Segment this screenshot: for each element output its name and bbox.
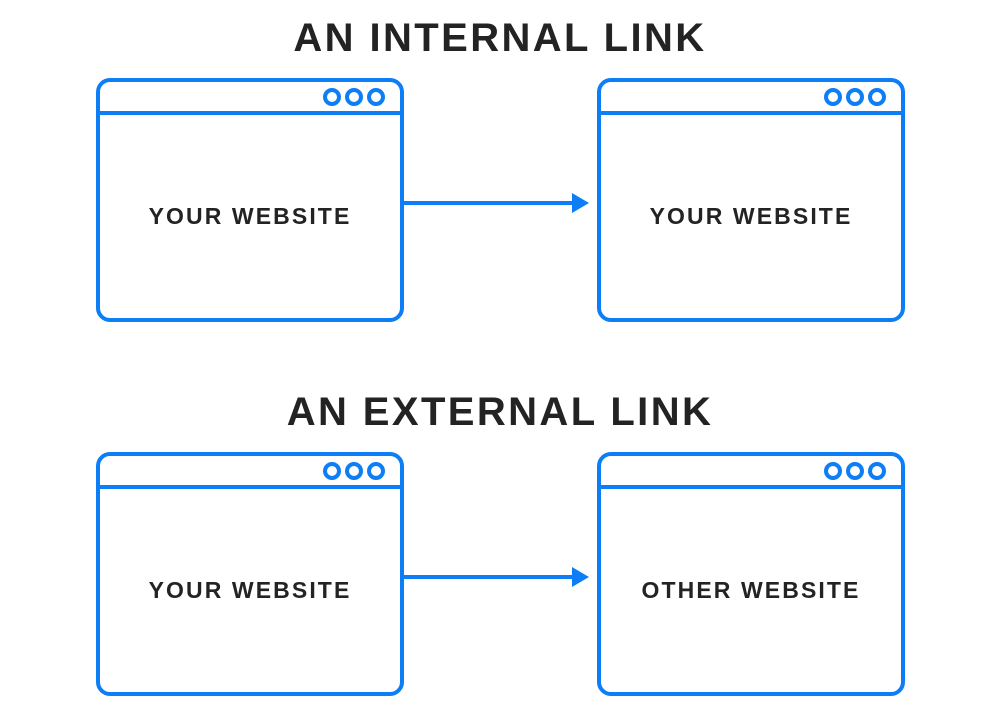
- window-controls: [323, 87, 385, 106]
- section-title-internal: AN INTERNAL LINK: [293, 16, 707, 60]
- section-title-external: AN EXTERNAL LINK: [286, 390, 714, 434]
- window-controls: [323, 461, 385, 480]
- window-dot-icon: [824, 461, 842, 480]
- website-label: OTHER WEBSITE: [641, 577, 861, 603]
- browser-titlebar: [601, 456, 901, 489]
- browser-window-internal-source: YOUR WEBSITE: [96, 78, 404, 322]
- browser-titlebar: [100, 456, 400, 489]
- browser-window-external-source: YOUR WEBSITE: [96, 452, 404, 696]
- browser-content: OTHER WEBSITE: [601, 489, 901, 692]
- browser-window-external-target: OTHER WEBSITE: [597, 452, 905, 696]
- window-dot-icon: [323, 461, 341, 480]
- browser-titlebar: [601, 82, 901, 115]
- window-controls: [824, 461, 886, 480]
- arrow-right-icon-internal: [402, 193, 589, 213]
- browser-window-internal-target: YOUR WEBSITE: [597, 78, 905, 322]
- window-dot-icon: [345, 87, 363, 106]
- window-controls: [824, 87, 886, 106]
- window-dot-icon: [824, 87, 842, 106]
- window-dot-icon: [367, 87, 385, 106]
- window-dot-icon: [345, 461, 363, 480]
- website-label: YOUR WEBSITE: [649, 203, 853, 229]
- arrow-right-icon-external: [402, 567, 589, 587]
- browser-content: YOUR WEBSITE: [601, 115, 901, 318]
- window-dot-icon: [323, 87, 341, 106]
- window-dot-icon: [868, 461, 886, 480]
- browser-content: YOUR WEBSITE: [100, 115, 400, 318]
- window-dot-icon: [846, 461, 864, 480]
- browser-content: YOUR WEBSITE: [100, 489, 400, 692]
- website-label: YOUR WEBSITE: [148, 577, 352, 603]
- website-label: YOUR WEBSITE: [148, 203, 352, 229]
- browser-titlebar: [100, 82, 400, 115]
- window-dot-icon: [367, 461, 385, 480]
- window-dot-icon: [846, 87, 864, 106]
- window-dot-icon: [868, 87, 886, 106]
